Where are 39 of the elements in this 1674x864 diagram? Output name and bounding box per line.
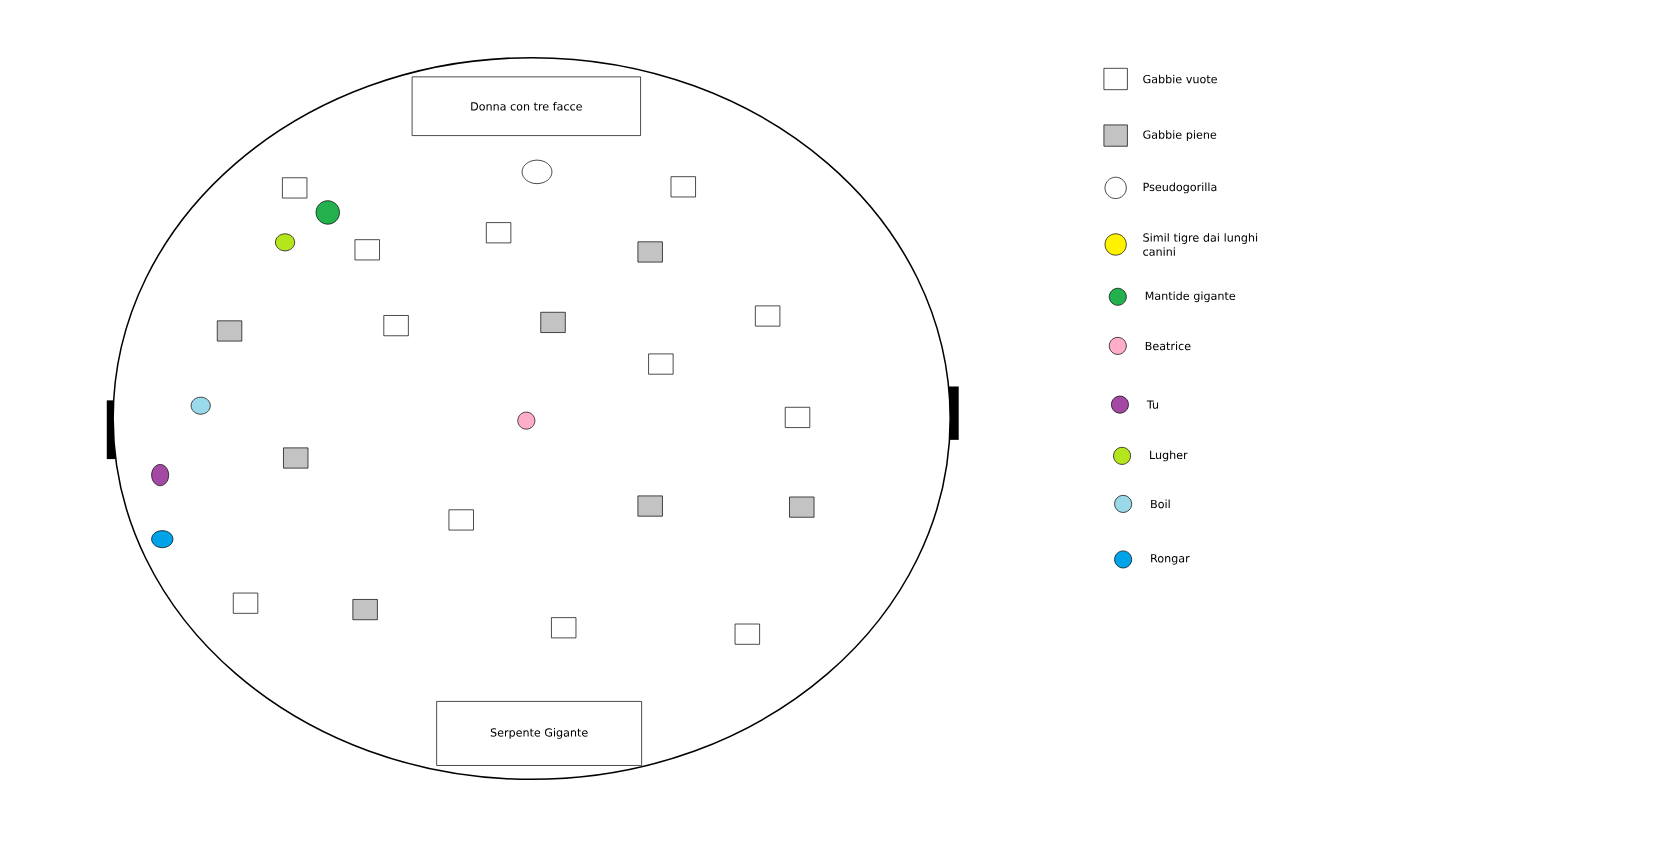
legend-label: Pseudogorilla: [1143, 182, 1217, 194]
cage: [755, 305, 781, 327]
creature-marker: [521, 159, 553, 185]
legend-label: Mantide gigante: [1145, 291, 1236, 303]
cage: [648, 353, 674, 375]
legend-label: Lugher: [1150, 450, 1188, 462]
arena-outline: [112, 57, 951, 781]
cage: [216, 320, 243, 342]
cage: [448, 509, 474, 531]
cage: [283, 447, 309, 469]
legend-label: Gabbie vuote: [1143, 74, 1217, 84]
creature-marker: [190, 396, 211, 415]
cage: [232, 592, 259, 614]
cage: [637, 495, 663, 517]
creature-marker: [151, 530, 174, 549]
cage: [352, 599, 378, 621]
legend-label: Tu: [1146, 400, 1159, 409]
creature-marker: [275, 233, 295, 252]
legend-label: Gabbie piene: [1143, 130, 1217, 142]
cage: [551, 617, 577, 639]
legend-label: Beatrice: [1145, 341, 1191, 351]
cage: [637, 241, 663, 263]
cage: [670, 176, 696, 198]
legend-label: Rongar: [1151, 554, 1190, 565]
label-box: Serpente Gigante: [436, 701, 642, 766]
creature-marker: [517, 411, 536, 430]
legend-label: Simil tigre dai lunghi canini: [1143, 233, 1258, 256]
label-box: Donna con tre facce: [411, 76, 641, 137]
legend-label: Boil: [1151, 499, 1170, 509]
cage: [485, 222, 512, 244]
cage: [282, 177, 308, 199]
cage: [354, 239, 380, 261]
creature-marker: [315, 200, 340, 225]
cage: [734, 623, 760, 645]
creature-marker: [151, 464, 170, 487]
cage: [784, 407, 811, 429]
cage: [383, 315, 409, 337]
cage: [789, 496, 815, 518]
cage: [540, 312, 566, 334]
